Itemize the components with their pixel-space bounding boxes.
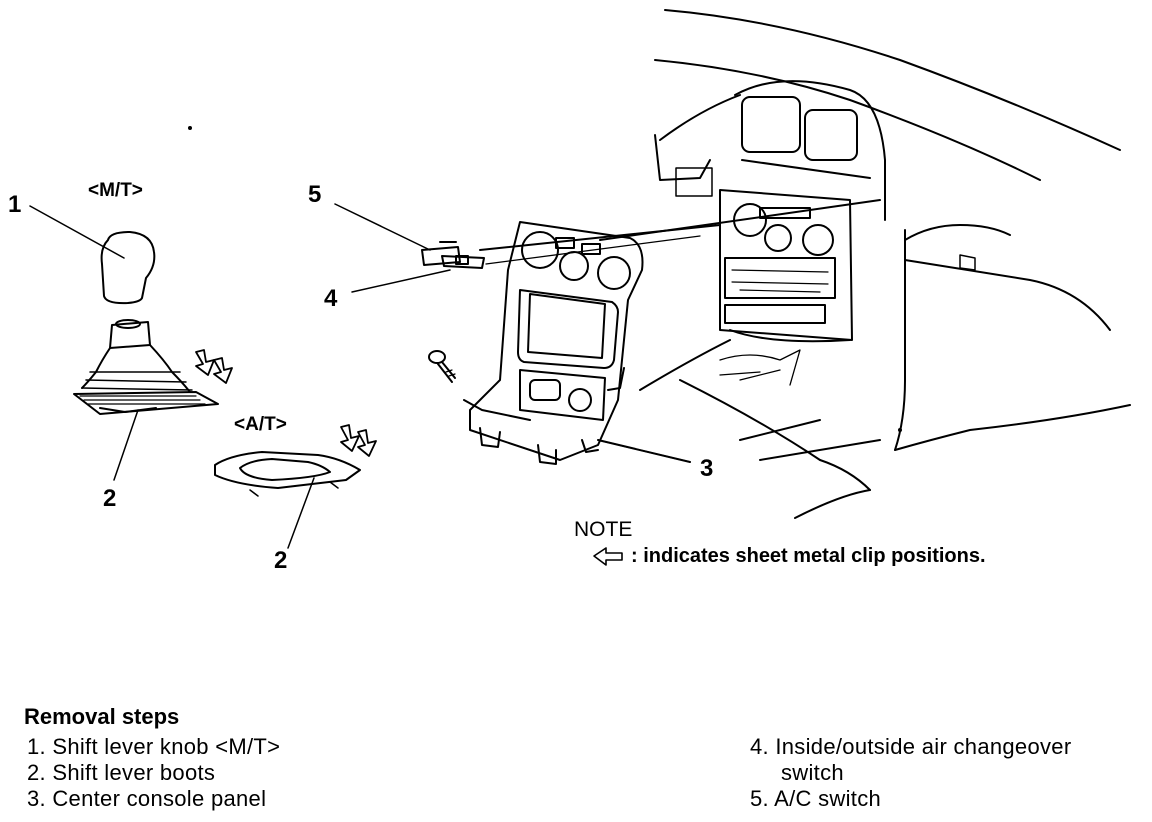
removal-step: 5. A/C switch [750,786,882,811]
callout-3: 3 [700,455,713,482]
clip-position-arrows-at [340,424,377,457]
shift-lever-boot-mt [73,319,219,415]
screw-icon [428,350,531,421]
removal-steps-title: Removal steps [24,704,180,729]
ac-switch [421,241,461,266]
note-text: : indicates sheet metal clip positions. [631,545,986,567]
callout-5: 5 [308,181,321,208]
removal-step: 1. Shift lever knob <M/T> [27,734,281,759]
variant-label-mt: <M/T> [88,180,143,201]
removal-steps-left: 1. Shift lever knob <M/T> 2. Shift lever… [27,734,280,812]
leader-line-2b [287,477,315,549]
air-changeover-switch [441,255,485,269]
variant-label-at: <A/T> [234,414,287,435]
removal-step: 4. Inside/outside air changeover [750,734,1072,759]
dashboard-outline [479,9,1131,519]
leader-line-3 [597,439,691,463]
note-title: NOTE [574,518,633,541]
callout-4: 4 [324,285,338,312]
shift-lever-knob [100,231,156,305]
callout-2-at: 2 [274,547,287,574]
removal-steps-right: 4. Inside/outside air changeover switch … [750,734,1071,812]
center-console-panel [469,221,691,465]
leader-line-2a [113,409,139,481]
removal-step: 2. Shift lever boots [27,760,216,785]
clip-arrow-symbol-icon [593,547,623,566]
clip-position-arrows-mt [195,349,233,384]
callout-1: 1 [8,191,21,218]
removal-step-continuation: switch [781,760,844,785]
callout-2-mt: 2 [103,485,116,512]
leader-line-1 [29,205,125,259]
leader-line-4 [351,269,451,293]
removal-step: 3. Center console panel [27,786,267,811]
shift-lever-boot-at [214,451,361,497]
leader-line-5 [334,203,431,251]
